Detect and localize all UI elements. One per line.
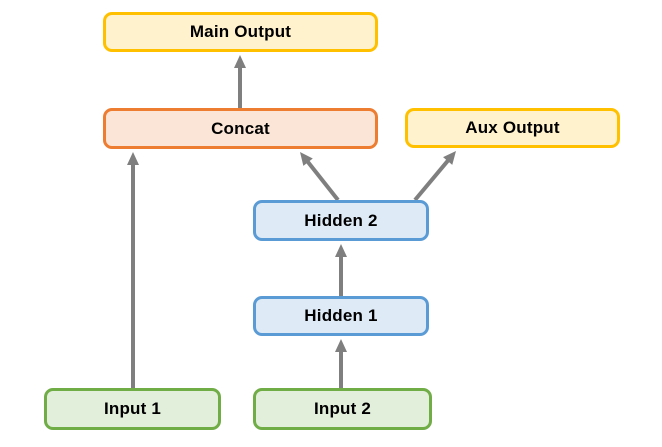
arrow-hidden2-to-aux-output <box>413 151 456 202</box>
node-input-1-label: Input 1 <box>103 399 162 418</box>
node-input-1: Input 1 <box>44 388 221 430</box>
arrow-hidden1-to-hidden2 <box>335 244 347 296</box>
arrow-input2-to-hidden1 <box>335 339 347 388</box>
node-hidden-2-label: Hidden 2 <box>304 210 378 230</box>
node-concat: Concat <box>103 108 378 149</box>
arrow-concat-to-main-output <box>234 55 246 108</box>
arrow-hidden2-to-concat <box>300 152 340 202</box>
node-input-2-label: Input 2 <box>313 399 372 418</box>
node-hidden-1-label: Hidden 1 <box>304 306 378 325</box>
node-input-2: Input 2 <box>253 388 432 430</box>
node-hidden-1: Hidden 1 <box>253 296 429 336</box>
node-main-output: Main Output <box>103 12 378 52</box>
node-main-output-label: Main Output <box>189 22 292 41</box>
arrow-input1-to-concat <box>127 152 139 388</box>
node-concat-label: Concat <box>211 118 270 138</box>
node-aux-output: Aux Output <box>405 108 620 148</box>
node-aux-output-label: Aux Output <box>465 118 560 137</box>
node-hidden-2: Hidden 2 <box>253 200 429 241</box>
